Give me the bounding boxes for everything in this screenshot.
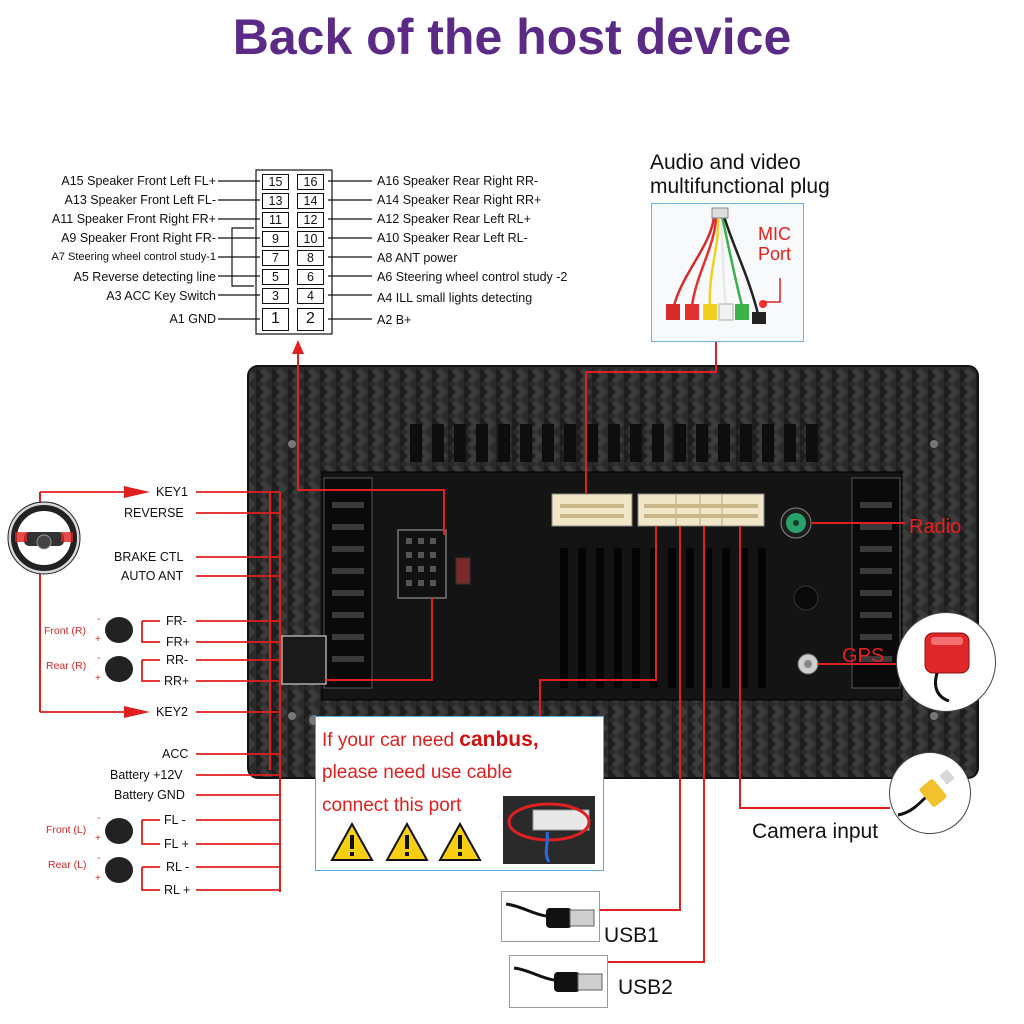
page-title: Back of the host device xyxy=(232,9,792,65)
pin-a8: A8 ANT power xyxy=(377,251,458,265)
pin-a2: A2 B+ xyxy=(377,313,412,327)
pin-a14: A14 Speaker Rear Right RR+ xyxy=(377,193,542,207)
pin-a11: A11 Speaker Front Right FR+ xyxy=(51,212,216,226)
minus-sign: - xyxy=(97,813,101,824)
pin-box-15: 15 xyxy=(262,174,289,190)
av-port xyxy=(551,493,633,527)
pin-a12: A12 Speaker Rear Left RL+ xyxy=(377,212,531,226)
plus-sign: + xyxy=(95,673,101,684)
usb1-label: USB1 xyxy=(604,924,659,947)
wire-rr-plus: RR+ xyxy=(164,674,190,688)
wire-fr-minus: FR- xyxy=(166,614,187,628)
wire-auto-ant: AUTO ANT xyxy=(121,569,184,583)
pin-a1: A1 GND xyxy=(169,312,216,326)
pin-box-3: 3 xyxy=(262,288,289,304)
pin-a3: A3 ACC Key Switch xyxy=(106,289,216,303)
usb1-image xyxy=(501,891,600,942)
speaker-rear-l-label: Rear (L) xyxy=(48,859,87,871)
canbus-line-2: please need use cable xyxy=(322,762,513,783)
wire-brake: BRAKE CTL xyxy=(114,550,184,564)
wire-battery-gnd: Battery GND xyxy=(114,788,185,802)
canbus-bold: canbus, xyxy=(459,728,539,751)
pin-a9: A9 Speaker Front Right FR- xyxy=(61,231,216,245)
av-plug-image xyxy=(651,203,804,342)
wire-key2: KEY2 xyxy=(156,705,188,719)
speaker-rear-r-label: Rear (R) xyxy=(46,660,87,672)
canbus-usb-ports xyxy=(637,493,765,527)
pin-box-5: 5 xyxy=(262,269,289,285)
steering-wheel-icon xyxy=(7,501,81,575)
usb2-label: USB2 xyxy=(618,976,673,999)
wire-reverse: REVERSE xyxy=(124,506,184,520)
av-plug-title-1: Audio and video xyxy=(650,151,801,174)
plus-sign: + xyxy=(95,873,101,884)
speaker-icons xyxy=(105,617,133,883)
minus-sign: - xyxy=(97,853,101,864)
wire-fl-plus: FL + xyxy=(164,837,189,851)
pin-a4: A4 ILL small lights detecting xyxy=(377,291,533,305)
pin-box-11: 11 xyxy=(262,212,289,228)
pin-a6: A6 Steering wheel control study -2 xyxy=(377,270,568,284)
radio-label: Radio xyxy=(909,516,962,538)
canbus-port-photo xyxy=(503,796,595,864)
av-plug-title-2: multifunctional plug xyxy=(650,175,830,198)
wire-fr-plus: FR+ xyxy=(166,635,190,649)
rca-plug-icon xyxy=(897,769,955,817)
plus-sign: + xyxy=(95,634,101,645)
pin-a13: A13 Speaker Front Left FL- xyxy=(64,193,216,207)
pin-box-8: 8 xyxy=(297,250,324,266)
warning-icon xyxy=(330,822,374,861)
pin-box-6: 6 xyxy=(297,269,324,285)
speaker-front-r-label: Front (R) xyxy=(44,625,86,637)
pin-box-12: 12 xyxy=(297,212,324,228)
usb2-image xyxy=(509,955,608,1008)
wire-rl-minus: RL - xyxy=(166,860,190,874)
pin-box-14: 14 xyxy=(297,193,324,209)
pin-box-4: 4 xyxy=(297,288,324,304)
warning-icon xyxy=(438,822,482,861)
pin-box-1: 1 xyxy=(262,308,289,331)
pin-box-9: 9 xyxy=(262,231,289,247)
wire-rr-minus: RR- xyxy=(166,653,189,667)
gps-antenna-image xyxy=(896,612,996,712)
pin-box-13: 13 xyxy=(262,193,289,209)
plus-sign: + xyxy=(95,833,101,844)
pin-box-7: 7 xyxy=(262,250,289,266)
gps-antenna-icon xyxy=(924,632,970,703)
wire-key1: KEY1 xyxy=(156,485,188,499)
pin-box-10: 10 xyxy=(297,231,324,247)
pin-a5: A5 Reverse detecting line xyxy=(73,270,216,284)
camera-connector-image xyxy=(889,752,971,834)
pin-a10: A10 Speaker Rear Left RL- xyxy=(377,231,528,245)
mic-label: MIC xyxy=(758,224,791,244)
camera-input-label: Camera input xyxy=(752,820,879,843)
pin-box-2: 2 xyxy=(297,308,324,331)
canbus-line-1: If your car need canbus, xyxy=(322,728,539,752)
wire-battery-12v: Battery +12V xyxy=(110,768,183,782)
gps-label: GPS xyxy=(842,645,885,667)
speaker-front-l-label: Front (L) xyxy=(46,824,87,836)
wire-acc: ACC xyxy=(162,747,189,761)
canbus-line-3: connect this port xyxy=(322,795,462,816)
usb-cable-icon xyxy=(505,902,595,928)
warning-icon xyxy=(385,822,429,861)
pin-a16: A16 Speaker Rear Right RR- xyxy=(377,174,539,188)
mic-port-label: Port xyxy=(758,244,792,264)
pin-box-16: 16 xyxy=(297,174,324,190)
warning-icons xyxy=(330,822,482,861)
canbus-pre: If your car need xyxy=(322,730,460,751)
minus-sign: - xyxy=(97,653,101,664)
wire-rl-plus: RL + xyxy=(164,883,191,897)
av-cable-icon xyxy=(666,207,781,324)
pin-a7: A7 Steering wheel control study-1 xyxy=(51,251,216,263)
minus-sign: - xyxy=(97,614,101,625)
wire-fl-minus: FL - xyxy=(164,813,186,827)
pin-a15: A15 Speaker Front Left FL+ xyxy=(61,174,216,188)
usb-cable-icon xyxy=(513,966,603,992)
